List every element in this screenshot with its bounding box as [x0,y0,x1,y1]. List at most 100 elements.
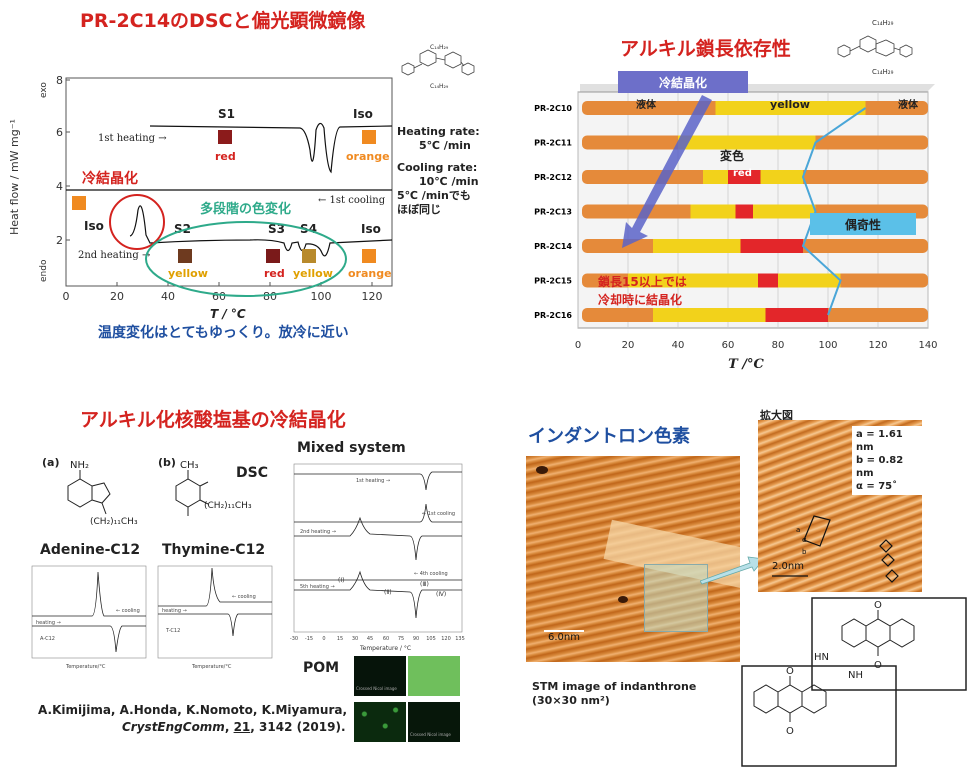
chain-x-tick: 80 [772,340,785,351]
chain-bar-yellow [715,101,866,115]
swatch-orange-1 [362,130,376,144]
dsc-chart: C₁₄H₂₉ C₁₄H₂₉ 2 4 6 8 0 20 40 60 80 100 … [8,44,475,321]
indanthrone-title: インダントロン色素 [528,426,690,447]
color-orange-1: orange [346,150,390,163]
annot-freeze: 冷結晶化 [82,170,138,187]
nh-right: NH [848,670,863,681]
cell-b: b [802,548,807,556]
chain-bar-yellow [678,135,816,150]
liquid-right: 液体 [898,98,919,111]
rate-note-2: ほぼ同じ [397,203,441,216]
mixed-x-tick: 60 [383,636,389,642]
color-yellow-2: yellow [293,267,333,280]
thymine-ch3: CH₃ [180,460,199,471]
chain-bar-red [758,273,778,288]
label-b: (b) [158,456,176,469]
chain-x-tick: 0 [575,340,581,351]
mixed-mark-2: (Ⅱ) [384,589,392,596]
mixed-xlabel: Temperature / °C [359,645,411,652]
adenine-imidazole [91,482,111,504]
struct-label-bottom: C₁₄H₂₉ [430,83,449,90]
freeze-circle [109,194,165,250]
adenine-ring [67,478,93,508]
dsc-x-label: T / °C [210,307,246,321]
cooling-rate-title: Cooling rate: [397,161,478,174]
stage-iso-top: Iso [353,107,373,121]
mixed-title: Mixed system [297,440,406,456]
stm-caption: STM image of indanthrone (30×30 nm²) [532,680,696,708]
swatch-yellow-1 [178,249,192,263]
mini-xlabel-a: Temperature/°C [65,664,106,670]
pom-image-3 [354,702,406,742]
label-first-cooling: ← 1st cooling [318,195,386,206]
stm-caption-2: (30×30 nm²) [532,694,610,707]
mixed-trace-4: ← 4th cooling [414,571,448,577]
freeze-box-label: 冷結晶化 [659,75,707,90]
dsc-y-ticks: 2 4 6 8 [56,74,63,247]
lattice-alpha: α = 75˚ [856,481,898,492]
dsc-y-exo: exo [39,82,49,98]
liquid-left: 液体 [636,98,657,111]
citation: A.Kimijima, A.Honda, K.Nomoto, K.Miyamur… [38,703,348,734]
stage-s1: S1 [218,107,235,121]
chain-row-label: PR-2C14 [534,242,572,251]
mixed-mark-1: (Ⅰ) [338,577,344,584]
y-tick: 8 [56,74,63,87]
mini-cool-a: ← cooling [116,608,140,614]
chain-x-tick: 100 [818,340,837,351]
heating-rate-title: Heating rate: [397,125,480,138]
adenine-chain: (CH₂)₁₁CH₃ [90,517,138,527]
mixed-x-tick: 45 [367,636,373,642]
zoom-title: 拡大図 [760,409,793,422]
cell-a: a [796,526,800,534]
red-label: red [733,168,752,179]
dsc-plot-frame [65,77,393,287]
chain-x-tick: 120 [868,340,887,351]
dsc-y-label: Heat flow / mW mg⁻¹ [8,119,21,235]
swatch-orange-2 [362,249,376,263]
color-red-1: red [215,150,236,163]
freeze-box [618,71,748,93]
stage-iso-left: Iso [84,219,104,233]
rate-notes: Heating rate: 5℃ /min Cooling rate: 10℃ … [397,125,480,217]
citation-rest: , 3142 (2019). [250,720,346,734]
freeze-arrow [622,95,712,248]
dsc-x-ticks: 0 20 40 60 80 100 120 [63,290,383,303]
scale-main: 6.0nm [548,632,580,643]
chain-bar-red [735,204,753,219]
pom-caption-2: Crossed Nicol image [410,732,451,737]
chain-note-1: 鎖長15以上では [598,274,687,289]
adenine-dsc-plot: ← cooling heating → A-C12 Temperature/°C [31,565,147,670]
adenine-name: Adenine-C12 [40,542,141,558]
dsc-label: DSC [236,465,268,481]
pom-title: POM [303,660,340,676]
stm-image: 6.0nm [526,456,740,662]
chain-struct-bottom: C₁₄H₂₉ [872,68,894,76]
mixed-trace-5: 5th heating → [300,584,335,590]
mini-legend-a: A-C12 [40,636,55,642]
o-bottom: O [786,726,794,737]
chain-row-label: PR-2C11 [534,139,572,148]
thymine-dsc-plot: ← cooling heating → T-C12 Temperature/°C [157,565,273,670]
mixed-x-tick: 135 [455,636,465,642]
stage-s4: S4 [300,222,317,236]
citation-authors: A.Kimijima, A.Honda, K.Nomoto, K.Miyamur… [38,703,348,717]
label-second-heating: 2nd heating → [78,250,151,261]
mini-cool-t: ← cooling [232,594,256,600]
chain-bar-red [728,170,761,184]
mixed-x-tick: -15 [305,636,313,642]
stm-caption-1: STM image of indanthrone [532,680,697,693]
mini-legend-t: T-C12 [165,628,180,634]
lattice-a: a = 1.61 nm [856,429,903,453]
mini-heat-a: heating → [36,620,61,626]
mixed-trace-3: 2nd heating → [300,529,336,535]
o-top: O [874,600,882,611]
label-first-heating: 1st heating → [98,133,167,144]
nh-left: HN [814,652,829,663]
chain-row-label: PR-2C10 [534,104,572,113]
o-left: O [786,666,794,677]
nucleobase-title: アルキル化核酸塩基の冷結晶化 [80,409,346,431]
color-yellow-1: yellow [168,267,208,280]
mixed-trace-1: 1st heating → [356,478,390,484]
trace-first-heating [149,122,393,174]
